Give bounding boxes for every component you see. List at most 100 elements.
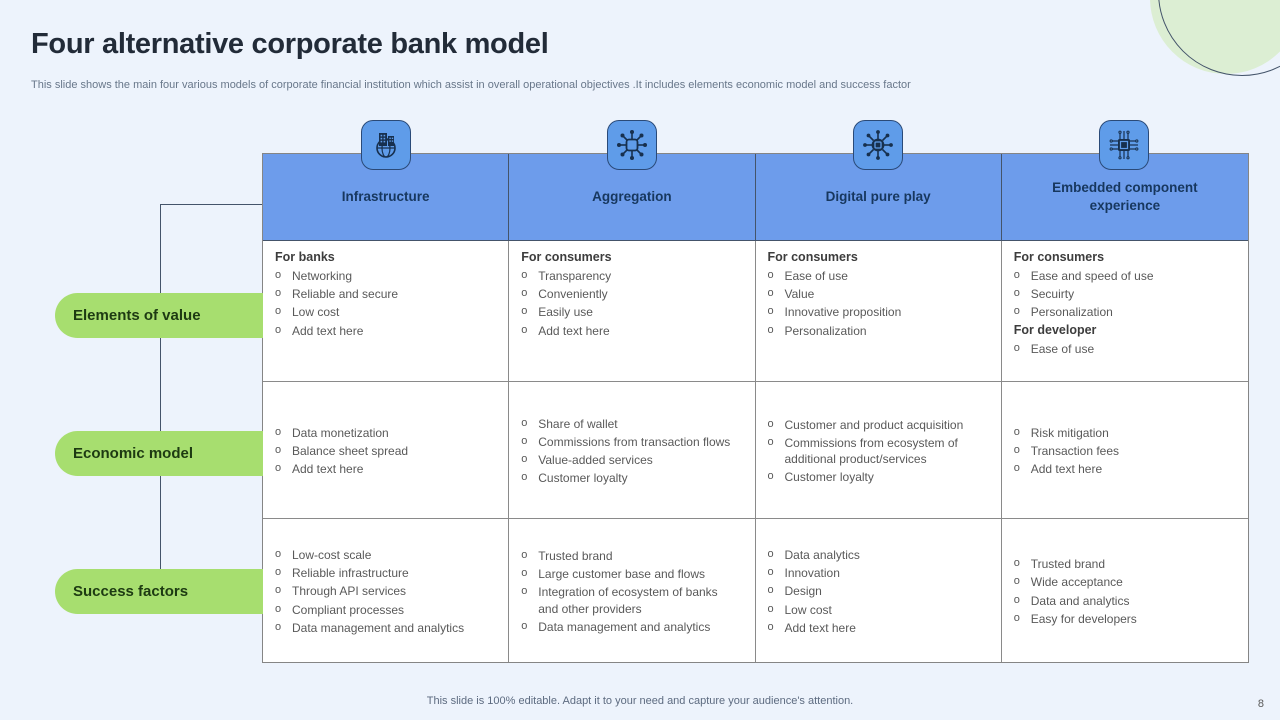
table-cell: For consumers o Transparency o Conveniently… — [509, 241, 756, 382]
bullet-marker: o — [767, 287, 774, 300]
bullet-text: Risk mitigation — [1030, 425, 1109, 440]
bullet-marker: o — [1013, 305, 1020, 318]
bullet-marker: o — [521, 434, 528, 447]
bullet-marker: o — [275, 620, 282, 633]
bullet-marker: o — [767, 584, 774, 597]
bullet-text: Add text here — [292, 323, 364, 338]
bullet-marker: o — [1013, 462, 1020, 475]
bullet-text: Innovative proposition — [784, 305, 902, 320]
bullet-text: Data and analytics — [1030, 593, 1130, 608]
bullet-marker: o — [521, 549, 528, 562]
bullet-item: o Add text here — [275, 323, 490, 339]
bullet-marker: o — [275, 566, 282, 579]
bullet-text: Reliable and secure — [292, 287, 399, 302]
bullet-item: o Data and analytics — [1014, 593, 1230, 609]
column-header-label: Aggregation — [592, 188, 672, 204]
bullet-marker: o — [275, 305, 282, 318]
bullet-marker: o — [521, 416, 528, 429]
bullet-text: Trusted brand — [1030, 557, 1106, 572]
bullet-marker: o — [767, 548, 774, 561]
bullet-item: o Personalization — [1014, 304, 1230, 320]
bullet-text: Through API services — [292, 584, 407, 599]
bullet-item: o Ease and speed of use — [1014, 268, 1230, 284]
cell-section-heading: For consumers — [767, 250, 858, 264]
bullet-marker: o — [521, 287, 528, 300]
bullet-text: Value-added services — [538, 453, 653, 467]
bullet-text: Customer loyalty — [784, 470, 874, 485]
page-subtitle: This slide shows the main four various m… — [31, 79, 911, 91]
bullet-text: Innovation — [784, 566, 840, 581]
bullet-text: Balance sheet spread — [292, 443, 409, 458]
column-header-label: Embedded component experience — [1052, 179, 1198, 213]
bullet-text: Trusted brand — [538, 549, 613, 564]
bullet-item: o Value — [768, 286, 983, 302]
bullet-marker: o — [767, 417, 774, 430]
bullet-marker: o — [521, 585, 528, 598]
bullet-marker: o — [521, 323, 528, 336]
bullet-marker: o — [521, 305, 528, 318]
bullet-item: o Data management and analytics — [275, 620, 490, 636]
row-label-success-factors: Success factors — [55, 569, 263, 614]
bullet-marker: o — [767, 269, 774, 281]
network-hub-icon — [607, 120, 657, 170]
bullet-item: o Personalization — [768, 323, 983, 339]
page-title: Four alternative corporate bank model — [31, 28, 549, 60]
bullet-marker: o — [1013, 287, 1020, 300]
connector-horizontal-line — [160, 204, 263, 206]
digital-hub-chip-icon — [853, 120, 903, 170]
bullet-marker: o — [1013, 341, 1020, 354]
bullet-text: Personalization — [784, 323, 867, 338]
bullet-text: Conveniently — [538, 287, 608, 302]
bullet-text: Add text here — [784, 620, 856, 635]
bullet-text: Easily use — [538, 305, 593, 320]
bullet-marker: o — [521, 567, 528, 580]
bullet-marker: o — [275, 287, 282, 300]
bullet-marker: o — [275, 548, 282, 561]
bullet-marker: o — [767, 323, 774, 336]
column-header-label: Digital pure play — [825, 188, 931, 204]
bullet-text: Share of wallet — [538, 416, 618, 431]
bullet-text: Commissions from transaction flows — [538, 434, 731, 449]
bullet-text: Transaction fees — [1030, 443, 1120, 458]
bullet-marker: o — [521, 471, 528, 484]
bullet-text: Ease and speed of use — [1030, 269, 1154, 283]
bullet-item: o Design — [768, 583, 983, 599]
bullet-marker: o — [1013, 443, 1020, 456]
bullet-text: Data management and analytics — [292, 620, 465, 635]
bullet-text: Personalization — [1030, 305, 1113, 320]
bullet-text: Low cost — [784, 602, 832, 617]
bullet-marker: o — [767, 470, 774, 483]
bullet-marker: o — [275, 323, 282, 336]
bullet-text: Design — [784, 584, 822, 599]
bullet-marker: o — [1013, 269, 1020, 281]
bullet-marker: o — [275, 462, 282, 475]
bullet-text: Transparency — [538, 269, 612, 283]
microchip-icon — [1099, 120, 1149, 170]
bullet-marker: o — [275, 602, 282, 615]
bullet-item: o Trusted brand — [1014, 556, 1230, 572]
cell-section-heading: For consumers — [521, 250, 612, 264]
bullet-item: o Reliable and secure — [275, 286, 490, 302]
bullet-text: Value — [784, 287, 815, 302]
bullet-text: Low cost — [292, 305, 340, 320]
bullet-marker: o — [1013, 593, 1020, 606]
bullet-marker: o — [1013, 557, 1020, 570]
